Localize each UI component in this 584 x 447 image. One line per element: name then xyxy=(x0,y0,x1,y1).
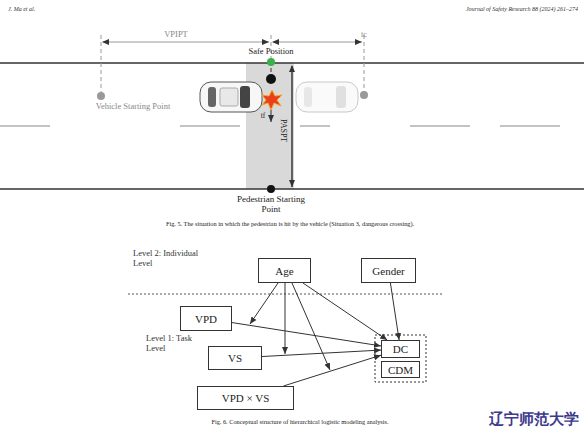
time-arrow xyxy=(271,110,272,122)
dimension-label: VPIPT xyxy=(156,30,196,40)
level-label: Level 1: Task Level xyxy=(146,334,202,354)
node-text: Gender xyxy=(372,265,404,277)
position-label: Safe Position xyxy=(236,47,306,57)
watermark: 辽宁师范大学 xyxy=(479,411,584,428)
gender-box: Gender xyxy=(361,258,416,283)
path-arrow xyxy=(303,283,387,340)
position-label: Pedestrian Starting Point xyxy=(236,194,306,215)
author-header: J. Ma et al. xyxy=(8,6,88,13)
pedestrian-link xyxy=(271,68,272,72)
collision-star xyxy=(262,90,282,110)
journal-header: Journal of Safety Research 88 (2024) 261… xyxy=(440,6,578,13)
road-edge xyxy=(0,188,584,190)
road-edge xyxy=(0,62,584,64)
outcome-box: DC xyxy=(381,340,420,358)
pedestrian xyxy=(266,74,276,84)
paspt-arrow xyxy=(291,66,292,187)
dimension-label: PASPT xyxy=(278,111,287,151)
vehicle xyxy=(200,82,262,112)
moderation-lines xyxy=(250,283,330,370)
path-arrow xyxy=(262,350,381,356)
end-point xyxy=(360,91,368,99)
outcome-group xyxy=(375,335,426,382)
path-arrow xyxy=(283,355,381,386)
safe-position-dot xyxy=(267,58,275,66)
variable-box: VS xyxy=(208,346,262,370)
path-arrow xyxy=(232,323,381,346)
dimension-arrow xyxy=(103,42,269,43)
age-box: Age xyxy=(258,258,311,283)
variable-box: VPD xyxy=(180,306,232,331)
level-label: Level 2: Individual Level xyxy=(133,249,201,269)
node-text: VPD × VS xyxy=(222,392,270,404)
interaction-box: VPD × VS xyxy=(197,386,294,410)
dimension-arrow xyxy=(273,42,362,43)
path-arrow xyxy=(390,283,399,340)
node-text: VPD xyxy=(195,313,217,325)
start-point xyxy=(97,92,105,100)
time-label: tf xyxy=(256,112,270,121)
outcome-box: CDM xyxy=(381,361,420,378)
pedestrian-start-dot xyxy=(267,185,275,193)
position-label: Vehicle Starting Point xyxy=(68,102,198,112)
node-text: DC xyxy=(393,343,408,355)
figure-caption: Fig. 5. The situation in which the pedes… xyxy=(80,220,500,227)
node-text: CDM xyxy=(388,364,413,376)
dimension-label: tc xyxy=(354,30,374,40)
figure-caption: Fig. 6. Conceptual structure of hierarch… xyxy=(150,418,450,425)
vehicle-ghost xyxy=(296,82,358,112)
node-text: Age xyxy=(275,265,293,277)
node-text: VS xyxy=(228,352,242,364)
